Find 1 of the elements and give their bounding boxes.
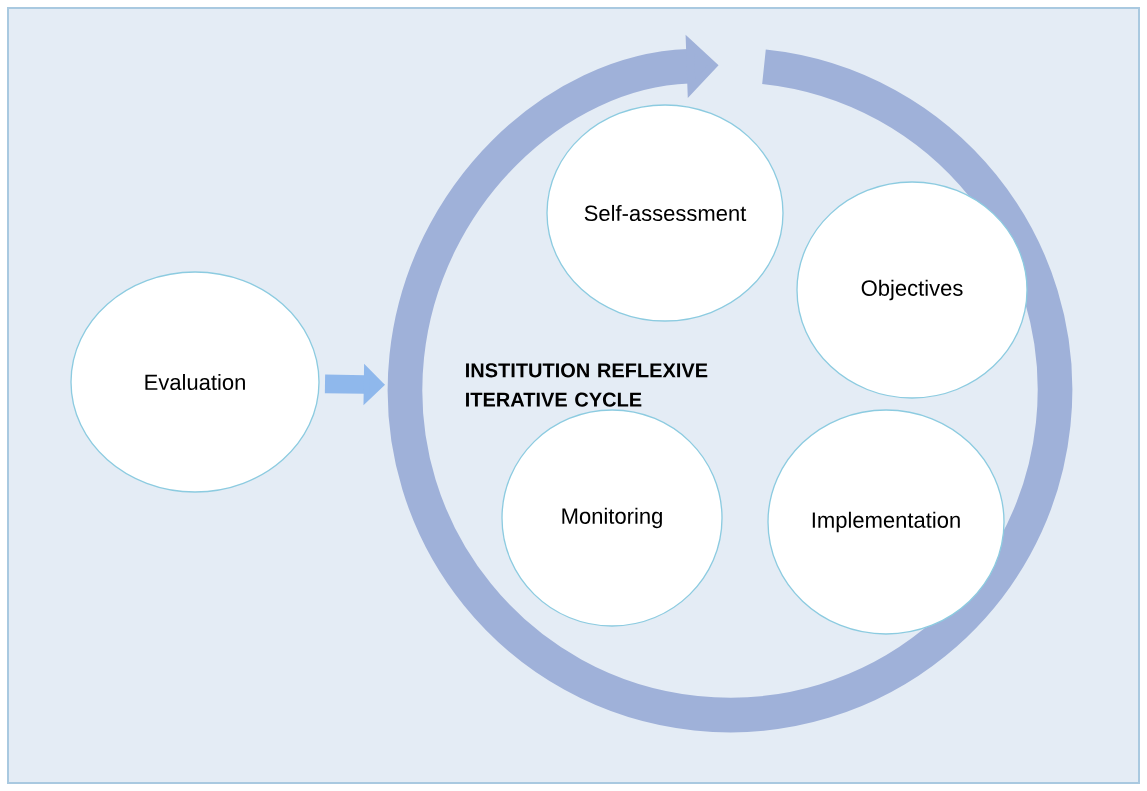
cycle-title: INSTITUTION REFLEXIVE ITERATIVE CYCLE (466, 363, 708, 407)
